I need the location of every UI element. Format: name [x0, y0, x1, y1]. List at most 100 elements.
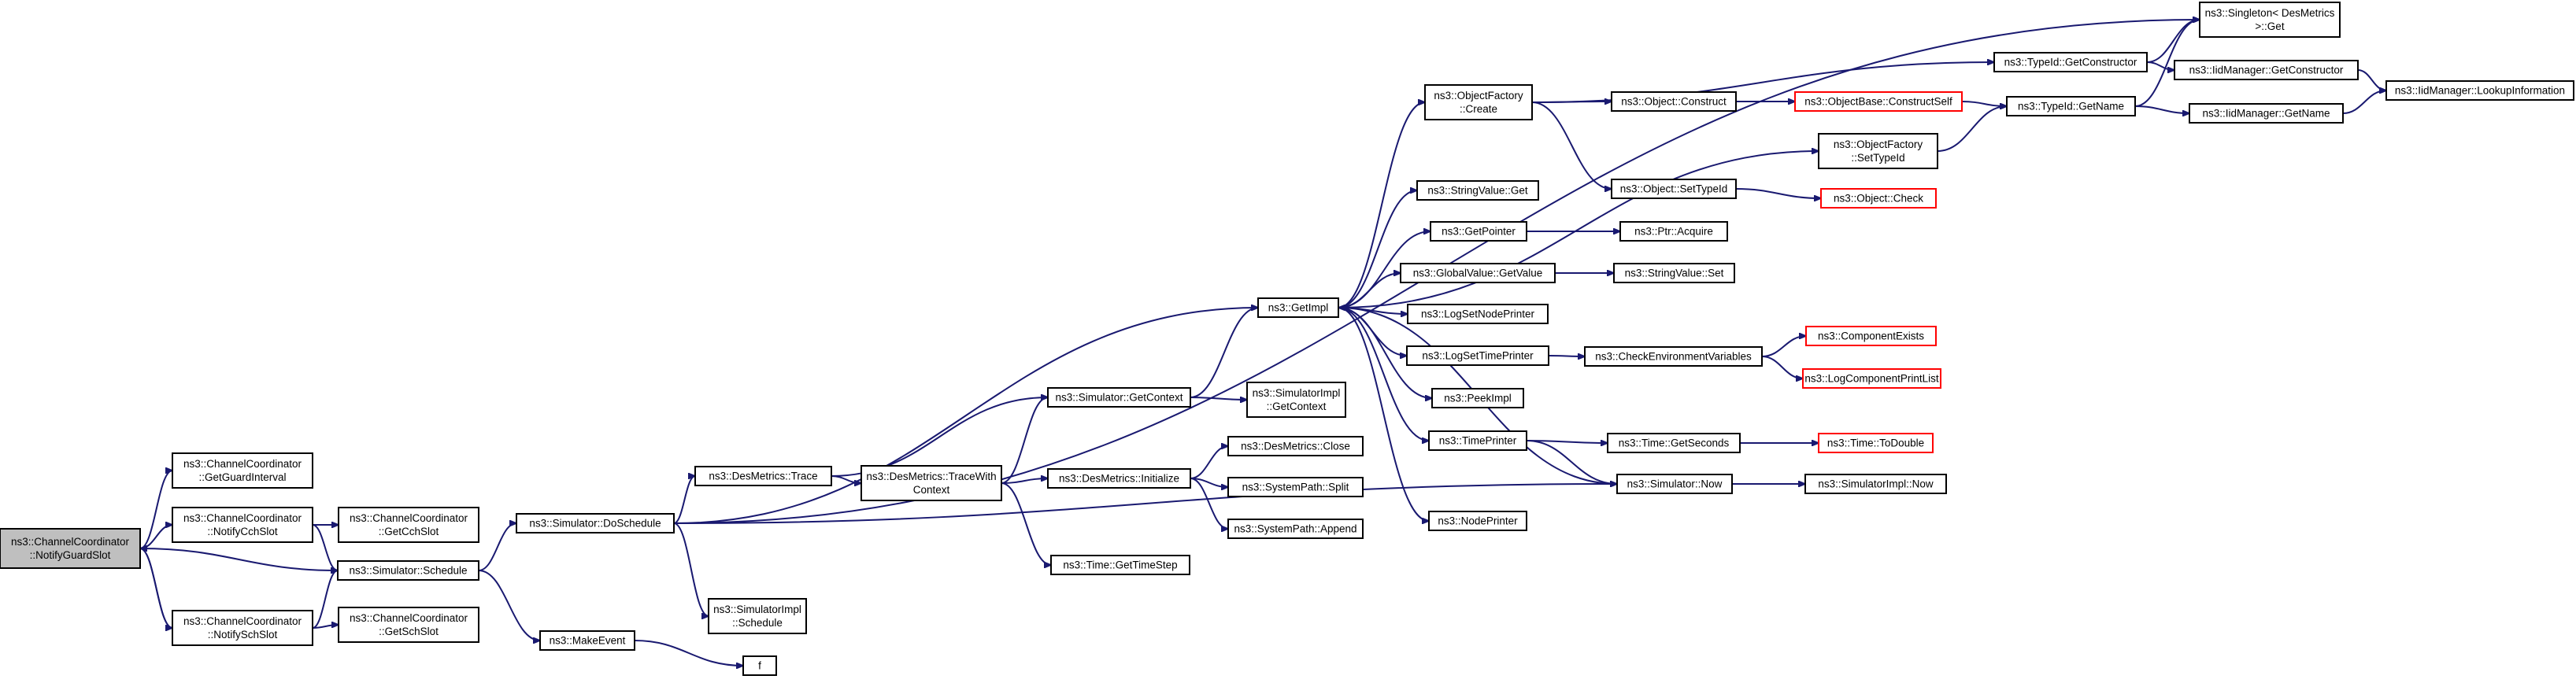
- node-box[interactable]: [1227, 519, 1364, 539]
- node-box[interactable]: [1407, 304, 1549, 324]
- node-simulatorimpl_schedule[interactable]: ns3::SimulatorImpl::Schedule: [708, 598, 807, 634]
- node-iid_manager_lookup_information[interactable]: ns3::IidManager::LookupInformation: [2385, 80, 2574, 101]
- node-object_base_construct_self[interactable]: ns3::ObjectBase::ConstructSelf: [1794, 91, 1963, 112]
- node-box[interactable]: [1613, 263, 1735, 283]
- node-get_impl[interactable]: ns3::GetImpl: [1257, 297, 1339, 318]
- node-check_environment_variables[interactable]: ns3::CheckEnvironmentVariables: [1584, 346, 1763, 367]
- node-box[interactable]: [861, 465, 1002, 501]
- node-log_set_node_printer[interactable]: ns3::LogSetNodePrinter: [1407, 304, 1549, 324]
- node-box[interactable]: [2385, 80, 2574, 101]
- node-box[interactable]: [1246, 382, 1346, 418]
- node-box[interactable]: [2199, 2, 2341, 38]
- node-box[interactable]: [1428, 511, 1527, 531]
- node-box[interactable]: [2189, 103, 2344, 124]
- node-box[interactable]: [1050, 555, 1190, 575]
- node-box[interactable]: [1406, 345, 1549, 366]
- node-get_pointer[interactable]: ns3::GetPointer: [1430, 221, 1527, 242]
- node-desmetrics_close[interactable]: ns3::DesMetrics::Close: [1227, 436, 1364, 456]
- node-log_component_print_list[interactable]: ns3::LogComponentPrintList: [1802, 368, 1941, 389]
- node-object_factory_create[interactable]: ns3::ObjectFactory::Create: [1424, 84, 1533, 120]
- node-simulator_now[interactable]: ns3::Simulator::Now: [1616, 474, 1733, 494]
- node-box[interactable]: [1804, 474, 1947, 494]
- node-typeid_get_name[interactable]: ns3::TypeId::GetName: [2006, 96, 2136, 116]
- node-box[interactable]: [1794, 91, 1963, 112]
- node-desmetrics_initialize[interactable]: ns3::DesMetrics::Initialize: [1047, 468, 1191, 489]
- node-time_get_seconds[interactable]: ns3::Time::GetSeconds: [1607, 433, 1741, 453]
- node-box[interactable]: [337, 560, 479, 581]
- node-time_to_double[interactable]: ns3::Time::ToDouble: [1818, 433, 1934, 453]
- node-box[interactable]: [1400, 263, 1556, 283]
- node-object_factory_set_type_id[interactable]: ns3::ObjectFactory::SetTypeId: [1818, 133, 1938, 169]
- node-object_check[interactable]: ns3::Object::Check: [1820, 188, 1937, 209]
- node-global_value_get_value[interactable]: ns3::GlobalValue::GetValue: [1400, 263, 1556, 283]
- node-box[interactable]: [2006, 96, 2136, 116]
- node-box[interactable]: [516, 513, 675, 533]
- node-box[interactable]: [338, 507, 479, 543]
- node-box[interactable]: [1584, 346, 1763, 367]
- node-box[interactable]: [1416, 180, 1539, 201]
- node-object_construct[interactable]: ns3::Object::Construct: [1611, 91, 1737, 112]
- node-box[interactable]: [1607, 433, 1741, 453]
- node-iid_manager_get_name[interactable]: ns3::IidManager::GetName: [2189, 103, 2344, 124]
- node-systempath_append[interactable]: ns3::SystemPath::Append: [1227, 519, 1364, 539]
- node-simulatorimpl_now[interactable]: ns3::SimulatorImpl::Now: [1804, 474, 1947, 494]
- node-box[interactable]: [1257, 297, 1339, 318]
- node-box[interactable]: [1993, 52, 2148, 72]
- node-f[interactable]: f: [742, 655, 777, 676]
- node-node_printer[interactable]: ns3::NodePrinter: [1428, 511, 1527, 531]
- node-desmetrics_trace[interactable]: ns3::DesMetrics::Trace: [694, 466, 832, 486]
- node-box[interactable]: [1047, 468, 1191, 489]
- node-box[interactable]: [338, 607, 479, 643]
- node-box[interactable]: [1428, 430, 1527, 451]
- node-box[interactable]: [1619, 221, 1728, 242]
- node-notify_sch_slot[interactable]: ns3::ChannelCoordinator::NotifySchSlot: [172, 610, 313, 646]
- node-get_sch_slot[interactable]: ns3::ChannelCoordinator::GetSchSlot: [338, 607, 479, 643]
- node-time_printer[interactable]: ns3::TimePrinter: [1428, 430, 1527, 451]
- node-box[interactable]: [1818, 433, 1934, 453]
- node-box[interactable]: [2174, 60, 2359, 80]
- node-box[interactable]: [694, 466, 832, 486]
- node-simulator_schedule[interactable]: ns3::Simulator::Schedule: [337, 560, 479, 581]
- node-box[interactable]: [1431, 388, 1524, 408]
- node-simulator_get_context[interactable]: ns3::Simulator::GetContext: [1047, 387, 1191, 408]
- node-typeid_get_constructor[interactable]: ns3::TypeId::GetConstructor: [1993, 52, 2148, 72]
- node-simulator_do_schedule[interactable]: ns3::Simulator::DoSchedule: [516, 513, 675, 533]
- node-box[interactable]: [1616, 474, 1733, 494]
- node-notify_cch_slot[interactable]: ns3::ChannelCoordinator::NotifyCchSlot: [172, 507, 313, 543]
- node-box[interactable]: [1818, 133, 1938, 169]
- node-time_get_time_step[interactable]: ns3::Time::GetTimeStep: [1050, 555, 1190, 575]
- node-box[interactable]: [1802, 368, 1941, 389]
- node-component_exists[interactable]: ns3::ComponentExists: [1805, 326, 1937, 346]
- node-simulatorimpl_get_context[interactable]: ns3::SimulatorImpl::GetContext: [1246, 382, 1346, 418]
- node-box[interactable]: [172, 507, 313, 543]
- node-systempath_split[interactable]: ns3::SystemPath::Split: [1227, 477, 1364, 497]
- node-box[interactable]: [1805, 326, 1937, 346]
- node-box[interactable]: [1227, 477, 1364, 497]
- node-box[interactable]: [708, 598, 807, 634]
- node-box[interactable]: [1430, 221, 1527, 242]
- node-log_set_time_printer[interactable]: ns3::LogSetTimePrinter: [1406, 345, 1549, 366]
- node-string_value_set[interactable]: ns3::StringValue::Set: [1613, 263, 1735, 283]
- node-ptr_acquire[interactable]: ns3::Ptr::Acquire: [1619, 221, 1728, 242]
- node-box[interactable]: [1047, 387, 1191, 408]
- node-singleton_desmetrics_get[interactable]: ns3::Singleton< DesMetrics >::Get: [2199, 2, 2341, 38]
- node-box[interactable]: [539, 630, 635, 651]
- node-iid_manager_get_constructor[interactable]: ns3::IidManager::GetConstructor: [2174, 60, 2359, 80]
- node-box[interactable]: [742, 655, 777, 676]
- node-object_set_type_id[interactable]: ns3::Object::SetTypeId: [1611, 179, 1737, 199]
- node-box[interactable]: [1424, 84, 1533, 120]
- node-get_cch_slot[interactable]: ns3::ChannelCoordinator::GetCchSlot: [338, 507, 479, 543]
- node-string_value_get[interactable]: ns3::StringValue::Get: [1416, 180, 1539, 201]
- node-box[interactable]: [172, 610, 313, 646]
- node-box[interactable]: [1611, 179, 1737, 199]
- node-notify_guard_slot[interactable]: ns3::ChannelCoordinator::NotifyGuardSlot: [0, 528, 141, 569]
- node-get_guard_interval[interactable]: ns3::ChannelCoordinator::GetGuardInterva…: [172, 452, 313, 489]
- node-make_event[interactable]: ns3::MakeEvent: [539, 630, 635, 651]
- node-box[interactable]: [1227, 436, 1364, 456]
- node-peek_impl[interactable]: ns3::PeekImpl: [1431, 388, 1524, 408]
- node-box[interactable]: [172, 452, 313, 489]
- node-box[interactable]: [1611, 91, 1737, 112]
- node-box[interactable]: [0, 528, 141, 569]
- node-box[interactable]: [1820, 188, 1937, 209]
